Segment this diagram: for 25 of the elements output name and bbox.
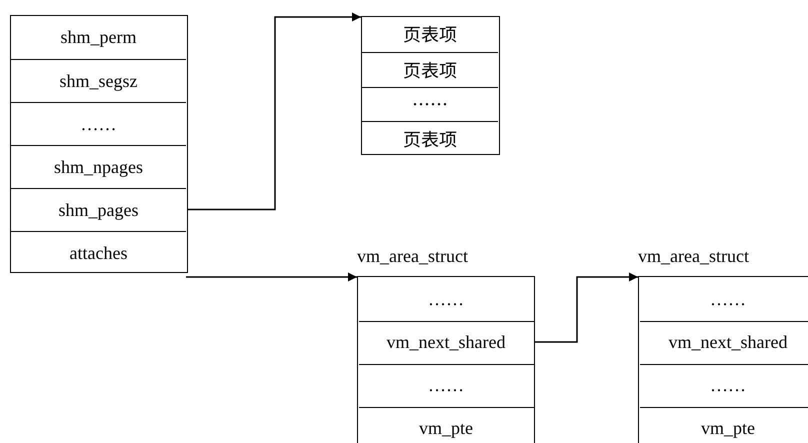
arrow (186, 272, 357, 282)
struct-field: …… (362, 86, 498, 122)
struct-field: vm_next_shared (358, 320, 534, 364)
struct-field: …… (640, 278, 808, 320)
arrow (186, 12, 361, 210)
struct-field: shm_pages (11, 188, 186, 231)
page-table-box (361, 16, 500, 155)
struct-field: …… (358, 278, 534, 320)
struct-field: shm_perm (11, 16, 186, 59)
struct-field: shm_segsz (11, 59, 186, 102)
struct-field: attaches (11, 231, 186, 274)
struct-field: shm_npages (11, 145, 186, 188)
struct-field: vm_next_shared (640, 320, 808, 364)
struct-field: …… (11, 102, 186, 145)
struct-box (10, 15, 188, 273)
arrow (534, 272, 638, 343)
struct-field: vm_pte (358, 406, 534, 443)
struct-field: vm_pte (640, 406, 808, 443)
struct-heading: vm_area_struct (357, 246, 468, 267)
struct-heading: vm_area_struct (638, 246, 749, 267)
struct-field: 页表项 (362, 52, 498, 86)
struct-field: 页表项 (362, 121, 498, 156)
struct-field: …… (358, 364, 534, 406)
struct-field: 页表项 (362, 17, 498, 52)
struct-field: …… (640, 364, 808, 406)
